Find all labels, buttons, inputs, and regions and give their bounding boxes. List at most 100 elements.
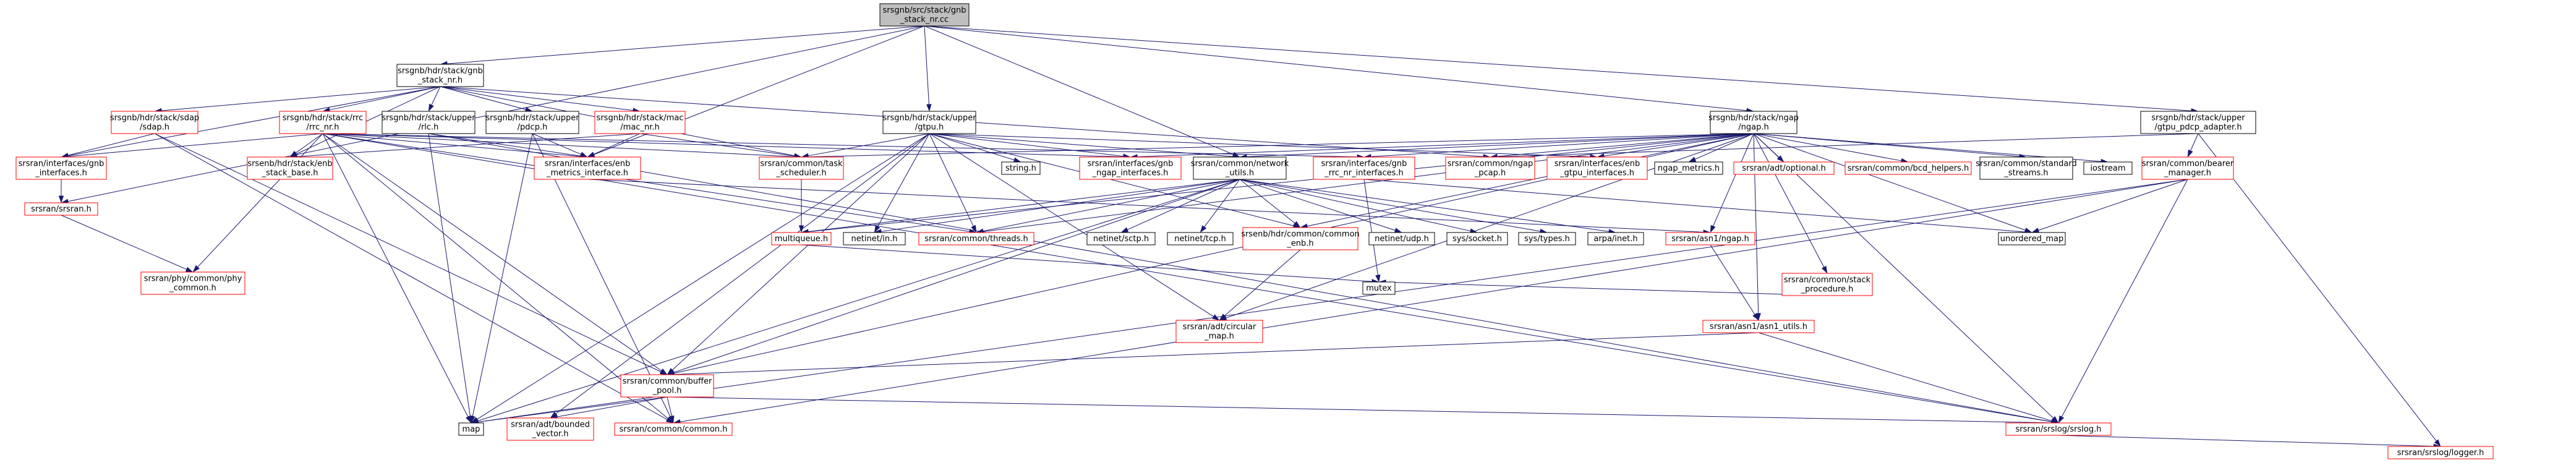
node-sys-socket-h[interactable]: sys/socket.h bbox=[1446, 232, 1508, 245]
edge-network_utils_h-to-netinet_tcp_h bbox=[1200, 179, 1240, 233]
node-standard-streams-h[interactable]: srsran/common/standard_streams.h bbox=[1976, 156, 2077, 180]
node-ngap-metrics-h[interactable]: ngap_metrics.h bbox=[1654, 161, 1723, 175]
node-enb-gtpu-interfaces-h[interactable]: srsran/interfaces/enb_gtpu_interfaces.h bbox=[1546, 156, 1648, 180]
edge-srslog_h-to-logger_h bbox=[2058, 435, 2441, 449]
node-common-enb-h[interactable]: srsenb/hdr/common/common_enb.h bbox=[1241, 227, 1360, 250]
node-string-h[interactable]: string.h bbox=[1001, 161, 1041, 175]
node-label: _pcap.h bbox=[1474, 169, 1506, 178]
node-gnb-rrc-nr-interfaces-h[interactable]: srsran/interfaces/gnb_rrc_nr_interfaces.… bbox=[1313, 156, 1415, 180]
node-common-h[interactable]: srsran/common/common.h bbox=[614, 422, 733, 436]
node-gnb-stack-nr-h[interactable]: srsgnb/hdr/stack/gnb_stack_nr.h bbox=[396, 64, 484, 87]
node-label: srsran/asn1/asn1_utils.h bbox=[1710, 322, 1807, 331]
node-label: /gtpu.h bbox=[915, 123, 944, 132]
node-box bbox=[534, 156, 641, 180]
node-asn1-utils-h[interactable]: srsran/asn1/asn1_utils.h bbox=[1702, 320, 1815, 333]
node-label: _manager.h bbox=[2164, 169, 2211, 178]
edge-ngap_h-to-standard_streams_h bbox=[1753, 133, 2027, 160]
node-label: srsran/common/common.h bbox=[620, 425, 728, 434]
node-netinet-tcp-h[interactable]: netinet/tcp.h bbox=[1167, 232, 1234, 245]
node-ngap-pcap-h[interactable]: srsran/common/ngap_pcap.h bbox=[1445, 156, 1535, 180]
node-phy-common-h[interactable]: srsran/phy/common/phy_common.h bbox=[140, 271, 245, 295]
node-ngap-h[interactable]: srsgnb/hdr/stack/ngap/ngap.h bbox=[1708, 111, 1799, 134]
node-sdap-h[interactable]: srsgnb/hdr/stack/sdap/sdap.h bbox=[110, 111, 199, 134]
node-label: string.h bbox=[1005, 164, 1036, 173]
edge-network_utils_h-to-netinet_udp_h bbox=[1239, 179, 1402, 233]
node-bounded-vector-h[interactable]: srsran/adt/bounded_vector.h bbox=[506, 417, 594, 441]
edge-root-to-ngap_h bbox=[924, 25, 1754, 114]
node-box bbox=[396, 64, 484, 87]
node-srsran-h[interactable]: srsran/srsran.h bbox=[24, 202, 98, 216]
node-bearer-manager-h[interactable]: srsran/common/bearer_manager.h bbox=[2141, 156, 2234, 180]
node-network-utils-h[interactable]: srsran/common/network_utils.h bbox=[1191, 156, 1289, 180]
node-enb-metrics-interface-h[interactable]: srsran/interfaces/enb_metrics_interface.… bbox=[534, 156, 641, 180]
node-rrc-nr-base-h[interactable]: srsenb/hdr/stack/enb_stack_base.h bbox=[247, 156, 333, 180]
node-label: srsran/interfaces/enb bbox=[545, 160, 630, 169]
node-label: _pool.h bbox=[652, 386, 682, 396]
node-logger-h[interactable]: srsran/srslog/logger.h bbox=[2387, 446, 2494, 459]
node-multiqueue-h[interactable]: multiqueue.h bbox=[771, 232, 832, 245]
node-label: srsran/adt/bounded bbox=[511, 420, 590, 430]
node-task-scheduler-h[interactable]: srsran/common/task_scheduler.h bbox=[759, 156, 844, 180]
node-label: netinet/sctp.h bbox=[1093, 234, 1149, 244]
node-label: /sdap.h bbox=[140, 123, 169, 132]
edge-task_scheduler_h-to-multiqueue_h bbox=[798, 179, 804, 233]
node-threads-h[interactable]: srsran/common/threads.h bbox=[918, 232, 1034, 245]
node-box bbox=[1193, 156, 1287, 180]
node-buffer-pool-h[interactable]: srsran/common/buffer_pool.h bbox=[620, 374, 714, 398]
node-upper-gtpu-h[interactable]: srsgnb/hdr/stack/upper/gtpu.h bbox=[882, 111, 976, 134]
node-bcd-helpers-h[interactable]: srsran/common/bcd_helpers.h bbox=[1845, 161, 1972, 175]
node-asn1-ngap-h[interactable]: srsran/asn1/ngap.h bbox=[1665, 232, 1755, 245]
edge-upper_rlc_h-to-map bbox=[428, 133, 473, 424]
node-map[interactable]: map bbox=[458, 422, 484, 436]
node-label: netinet/tcp.h bbox=[1174, 234, 1226, 244]
node-gnb-ngap-interfaces-h[interactable]: srsran/interfaces/gnb_ngap_interfaces.h bbox=[1079, 156, 1182, 180]
node-label: sys/types.h bbox=[1524, 234, 1570, 244]
edge-buffer_pool_h-to-bounded_vector_h bbox=[550, 396, 668, 420]
edge-gtpu_pdcp_adapter_h-to-bearer_manager_h bbox=[2187, 133, 2199, 158]
node-box bbox=[882, 111, 976, 134]
nodes: srsgnb/src/stack/gnb_stack_nr.cc srsgnb/h… bbox=[15, 3, 2494, 459]
node-box bbox=[15, 156, 107, 180]
node-label: srsenb/hdr/stack/enb bbox=[247, 160, 332, 169]
node-box bbox=[485, 111, 579, 134]
node-upper-rlc-h[interactable]: srsgnb/hdr/stack/upper/rlc.h bbox=[382, 111, 476, 134]
node-box bbox=[140, 271, 245, 295]
edge-ngap_h-to-ngap_metrics_h bbox=[1688, 133, 1754, 163]
node-unordered-map[interactable]: unordered_map bbox=[1998, 232, 2066, 245]
node-srslog-h[interactable]: srsran/srslog/srslog.h bbox=[2005, 422, 2112, 436]
edge-gnb_interfaces_h-to-srsran_h bbox=[58, 179, 64, 203]
node-optional-h[interactable]: srsran/adt/optional.h bbox=[1733, 161, 1835, 175]
node-box bbox=[1781, 273, 1873, 296]
edge-network_utils_h-to-netinet_sctp_h bbox=[1120, 179, 1240, 233]
node-mac-nr-h[interactable]: srsgnb/hdr/stack/mac/mac_nr.h bbox=[594, 111, 686, 134]
node-label: unordered_map bbox=[2000, 234, 2064, 244]
node-box bbox=[918, 232, 1034, 245]
node-label: _enb.h bbox=[1286, 239, 1313, 249]
node-label: _metrics_interface.h bbox=[546, 169, 628, 178]
node-box bbox=[1242, 227, 1358, 250]
node-stack-procedure-h[interactable]: srsran/common/stack_procedure.h bbox=[1781, 273, 1873, 296]
node-label: srsran/interfaces/gnb bbox=[19, 160, 104, 169]
node-netinet-in-h[interactable]: netinet/in.h bbox=[843, 232, 906, 245]
node-iostream[interactable]: iostream bbox=[2083, 161, 2133, 175]
node-label: _stack_nr.h bbox=[417, 76, 463, 85]
node-sys-types-h[interactable]: sys/types.h bbox=[1518, 232, 1576, 245]
node-box bbox=[279, 111, 367, 134]
node-gnb-interfaces-h[interactable]: srsran/interfaces/gnb_interfaces.h bbox=[15, 156, 107, 180]
node-upper-pdcp-h[interactable]: srsgnb/hdr/stack/upper/pdcp.h bbox=[485, 111, 579, 134]
node-netinet-udp-h[interactable]: netinet/udp.h bbox=[1368, 232, 1435, 245]
node-label: netinet/in.h bbox=[851, 234, 898, 244]
node-arpa-inet-h[interactable]: arpa/inet.h bbox=[1587, 232, 1644, 245]
edge-upper_pdcp_h-to-map bbox=[470, 133, 533, 424]
edge-ngap_h-to-stack_procedure_h bbox=[1753, 133, 1828, 274]
edge-common_enb_h-to-circular_map_h bbox=[1219, 249, 1301, 321]
edge-gnb_rrc_nr_interfaces_h-to-unordered_map bbox=[1363, 179, 2032, 235]
node-label: srsran/common/task bbox=[760, 160, 843, 169]
node-label: _gtpu_interfaces.h bbox=[1559, 169, 1634, 178]
node-rrc-nr-h[interactable]: srsgnb/hdr/stack/rrc/rrc_nr.h bbox=[279, 111, 367, 134]
node-mutex[interactable]: mutex bbox=[1362, 281, 1396, 295]
node-root[interactable]: srsgnb/src/stack/gnb_stack_nr.cc bbox=[879, 3, 970, 27]
node-gtpu-pdcp-adapter-h[interactable]: srsgnb/hdr/stack/upper/gtpu_pdcp_adapter… bbox=[2140, 111, 2256, 134]
node-circular-map-h[interactable]: srsran/adt/circular_map.h bbox=[1175, 320, 1263, 343]
node-netinet-sctp-h[interactable]: netinet/sctp.h bbox=[1086, 232, 1156, 245]
